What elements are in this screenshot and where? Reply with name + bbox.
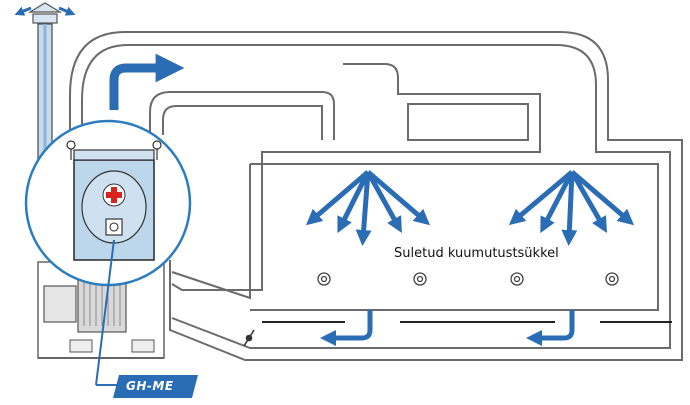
- vent-outlet-icon: [317, 272, 331, 286]
- exhaust-arrows-icon: [14, 6, 76, 16]
- down-arrow: [540, 170, 575, 234]
- down-arrow: [355, 171, 372, 246]
- valve-icon: [243, 329, 255, 347]
- vent-outlet-icon: [605, 272, 619, 286]
- return-duct-left-inner: [162, 105, 323, 140]
- down-arrow: [366, 170, 431, 226]
- outer-duct-wall: [69, 31, 683, 361]
- down-arrow: [570, 170, 635, 226]
- mount-brackets: [66, 140, 162, 160]
- supply-arrow: [109, 53, 185, 110]
- unit-tag: GH-ME: [126, 379, 174, 393]
- vent-outlets: [317, 272, 619, 286]
- outer-duct-inner-wall: [81, 44, 671, 349]
- airflow-arrows: [109, 53, 635, 347]
- unit-detail-callout: [24, 119, 192, 386]
- return-arrow: [319, 310, 373, 347]
- down-arrow: [365, 170, 402, 233]
- vent-outlet-icon: [510, 272, 524, 286]
- vent-outlet-icon: [413, 272, 427, 286]
- down-arrow: [569, 170, 607, 233]
- medical-cross-icon: [102, 183, 126, 207]
- callout-pointer: [95, 239, 115, 386]
- unit-tag-background: [113, 375, 198, 398]
- down-arrow: [508, 170, 574, 226]
- fan-motor-icon: [105, 218, 123, 236]
- down-arrow: [305, 170, 370, 226]
- down-arrow: [561, 171, 578, 246]
- chimney-cap-icon: [27, 2, 63, 24]
- return-duct-top-inner: [407, 103, 529, 141]
- return-arrow: [525, 310, 575, 347]
- duct-system: [69, 31, 683, 361]
- down-arrow: [337, 170, 371, 234]
- chamber-lower-wall: [171, 164, 251, 300]
- heating-chamber: [250, 163, 659, 311]
- cycle-label: Suletud kuumutustsükkel: [394, 246, 559, 261]
- return-duct-left: [149, 91, 335, 140]
- return-duct-top: [171, 63, 541, 291]
- fan-motor: [43, 285, 77, 323]
